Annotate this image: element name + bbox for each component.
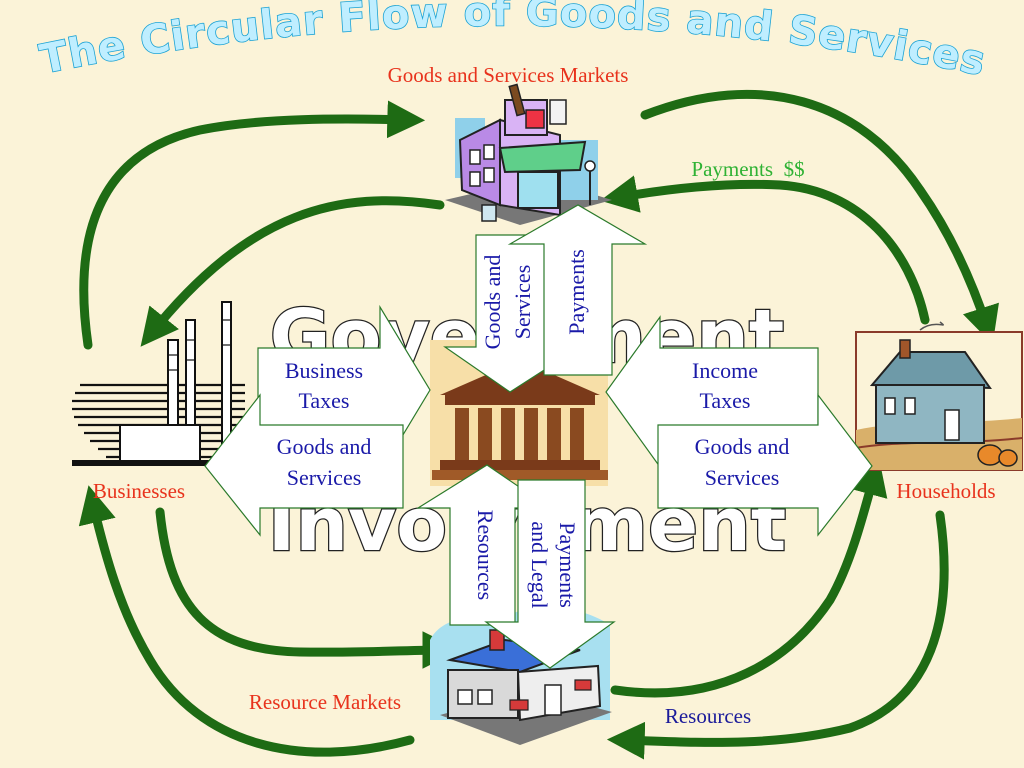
label-households: Households xyxy=(896,479,995,503)
label-right-goods-line1: Goods and xyxy=(695,434,790,459)
house-illustration xyxy=(855,321,1023,471)
arrow-goods-services-left xyxy=(204,393,404,537)
flow-arrow-households-resources-to-resource-market xyxy=(606,510,949,760)
goods-market-store-illustration xyxy=(445,83,612,225)
flow-arrow-goods-market-to-households xyxy=(640,89,999,345)
label-businesses: Businesses xyxy=(93,479,185,503)
label-right-goods-line2: Services xyxy=(705,465,780,490)
label-down-resources: Resources xyxy=(473,510,498,600)
label-resource-markets: Resource Markets xyxy=(249,690,401,714)
label-up-payments: Payments xyxy=(564,249,589,335)
government-building-illustration xyxy=(430,340,608,486)
flow-arrow-businesses-to-goods-market xyxy=(79,100,426,350)
label-goods-markets: Goods and Services Markets xyxy=(388,63,629,87)
block-arrows xyxy=(204,204,873,669)
label-left-goods-line1: Goods and xyxy=(277,434,372,459)
arrow-payments-legal-down xyxy=(484,479,616,669)
label-down-payments-line1: Payments xyxy=(555,522,580,608)
label-payments-flow: Payments $$ xyxy=(691,157,804,181)
label-down-payments-line2: and Legal xyxy=(527,521,552,608)
label-up-goods-line1: Goods and xyxy=(480,255,505,350)
arrow-payments-up xyxy=(507,204,648,376)
label-business-taxes-line2: Taxes xyxy=(299,388,350,413)
label-left-goods-line2: Services xyxy=(287,465,362,490)
flow-arrow-goods-market-to-businesses xyxy=(140,196,445,347)
factory-illustration xyxy=(72,301,247,466)
flow-arrows xyxy=(78,89,999,760)
label-business-taxes-line1: Business xyxy=(285,358,363,383)
label-resources-flow: Resources xyxy=(665,704,751,728)
label-income-taxes-line2: Taxes xyxy=(700,388,751,413)
flow-arrow-businesses-to-resource-market xyxy=(155,507,461,669)
flow-arrow-resource-market-to-households xyxy=(610,457,888,698)
label-up-goods-line2: Services xyxy=(510,265,535,340)
flow-arrow-resource-market-to-businesses xyxy=(78,485,415,757)
label-income-taxes-line1: Income xyxy=(692,358,758,383)
flow-arrow-households-payments-to-goods-market xyxy=(600,175,930,325)
arrow-goods-services-right xyxy=(657,393,873,537)
